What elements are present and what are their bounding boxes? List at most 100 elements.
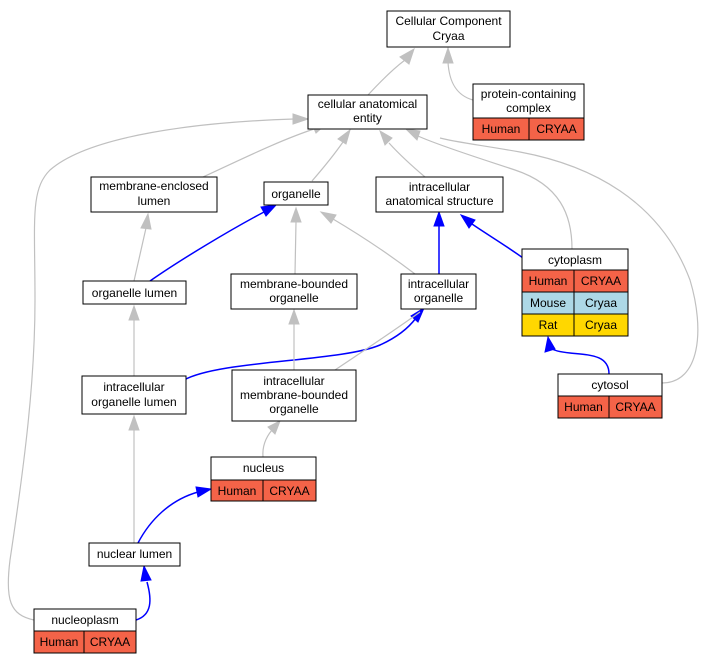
nucleus-species-label: Human <box>218 484 257 498</box>
nucleus-gene-label: CRYAA <box>269 484 309 498</box>
node-intracellular-organelle-lumen[interactable]: intracellular organelle lumen <box>81 375 187 415</box>
edges <box>7 46 699 621</box>
arrow-iol-to-ol <box>128 304 140 321</box>
edge-iol-to-io <box>183 317 417 381</box>
edge-org-to-cae <box>311 141 344 182</box>
arrow-nl-to-nucleus <box>195 486 213 498</box>
edge-cae-to-root <box>367 59 406 96</box>
arrow-mbo-to-org <box>290 206 302 223</box>
node-imbo-line3: organelle <box>269 402 319 416</box>
arrow-io-to-org <box>319 211 337 224</box>
np-gene-label: CRYAA <box>90 635 130 649</box>
edge-nl-to-nucleus <box>137 491 199 544</box>
arrow-cyto-to-cae <box>404 128 421 141</box>
node-ias-line1: intracellular <box>409 180 470 194</box>
cyto-rat-gene-cell <box>573 313 629 337</box>
edge-imbo-to-io <box>334 311 421 371</box>
node-cytoplasm-line1: cytoplasm <box>548 253 602 267</box>
node-nucleoplasm[interactable]: nucleoplasm Human CRYAA <box>33 608 137 654</box>
node-ol-line1: organelle lumen <box>92 286 177 300</box>
pcc-gene-label: CRYAA <box>536 122 576 136</box>
node-np-line1: nucleoplasm <box>51 613 118 627</box>
node-pcc-line1: protein-containing <box>481 87 576 101</box>
cytosol-gene-label: CRYAA <box>615 400 655 414</box>
node-cytosol-line1: cytosol <box>591 378 628 392</box>
node-nl-line1: nuclear lumen <box>97 547 172 561</box>
node-iol-line2: organelle lumen <box>91 395 176 409</box>
edge-nucleus-to-imbo <box>262 429 273 458</box>
edge-mbo-to-org <box>294 221 297 275</box>
arrow-cyto-to-ias <box>459 214 476 229</box>
np-gene-cell <box>83 630 137 654</box>
edge-cytosol-to-cae <box>439 137 699 384</box>
arrow-ol-to-org <box>260 204 278 217</box>
node-protein-containing-complex[interactable]: protein-containing complex Human CRYAA <box>472 83 585 141</box>
nodes: Cellular Component Cryaa cellular anatom… <box>33 10 663 654</box>
cyto-rat-label: Rat <box>539 318 558 332</box>
arrow-iol-to-io <box>410 306 426 323</box>
arrow-nucleoplasm-to-cae <box>292 113 310 125</box>
cytosol-species-label: Human <box>564 400 603 414</box>
node-intracellular-membrane-bounded-organelle[interactable]: intracellular membrane-bounded organelle <box>231 369 357 422</box>
node-imbo-line1: intracellular <box>263 374 324 388</box>
node-mel-line1: membrane-enclosed <box>99 179 208 193</box>
cyto-mouse-gene-label: Cryaa <box>585 296 617 310</box>
np-species-label: Human <box>40 635 79 649</box>
node-nucleus-line1: nucleus <box>243 461 284 475</box>
node-cae-line1: cellular anatomical <box>318 97 417 111</box>
node-mbo-line2: organelle <box>269 291 319 305</box>
node-organelle-line1: organelle <box>271 187 321 201</box>
node-membrane-bounded-organelle[interactable]: membrane-bounded organelle <box>230 273 358 310</box>
cyto-rat-gene-label: Cryaa <box>585 318 617 332</box>
arrow-cytosol-to-cyto <box>544 335 556 353</box>
node-intracellular-organelle[interactable]: intracellular organelle <box>400 273 477 310</box>
edge-cytosol-to-cyto <box>550 347 610 375</box>
node-nuclear-lumen[interactable]: nuclear lumen <box>88 542 181 567</box>
arrow-nl-to-iol <box>128 414 140 431</box>
pcc-species-label: Human <box>482 122 521 136</box>
node-mbo-line1: membrane-bounded <box>240 277 348 291</box>
edge-cyto-to-cae <box>417 135 573 250</box>
node-mel-line2: lumen <box>138 194 171 208</box>
node-io-line1: intracellular <box>408 277 469 291</box>
edge-cyto-to-ias <box>471 223 524 259</box>
edge-pcc-to-root <box>447 61 474 101</box>
node-ias-line2: anatomical structure <box>385 194 493 208</box>
arrow-np-to-nl <box>140 564 152 582</box>
arrow-imbo-to-mbo <box>288 308 300 325</box>
node-nucleus[interactable]: nucleus Human CRYAA <box>210 456 317 502</box>
edge-io-to-org <box>332 218 416 275</box>
edge-ol-to-org <box>149 211 265 282</box>
node-imbo-line2: membrane-bounded <box>240 388 348 402</box>
arrow-io-to-ias <box>433 210 445 227</box>
nucleus-gene-cell <box>262 479 317 502</box>
arrow-pcc-to-root <box>442 46 454 64</box>
cytosol-gene-cell <box>608 395 663 419</box>
node-intracellular-anatomical-structure[interactable]: intracellular anatomical structure <box>375 176 504 213</box>
node-cellular-anatomical-entity[interactable]: cellular anatomical entity <box>307 94 428 130</box>
cyto-human-gene-label: CRYAA <box>581 274 621 288</box>
arrow-org-to-cae <box>337 128 351 145</box>
node-io-line2: organelle <box>414 291 464 305</box>
edge-nucleoplasm-to-cae <box>7 118 295 621</box>
node-membrane-enclosed-lumen[interactable]: membrane-enclosed lumen <box>90 176 218 213</box>
edge-ol-to-mel <box>133 227 147 282</box>
node-pcc-line2: complex <box>506 101 551 115</box>
node-root[interactable]: Cellular Component Cryaa <box>386 10 511 48</box>
node-cytosol[interactable]: cytosol Human CRYAA <box>557 373 663 419</box>
node-root-line1: Cellular Component <box>395 14 502 28</box>
node-organelle[interactable]: organelle <box>263 181 329 206</box>
cyto-human-label: Human <box>529 274 568 288</box>
arrow-ol-to-mel <box>140 212 152 230</box>
edge-mel-to-cae <box>202 127 318 178</box>
node-cae-line2: entity <box>353 111 382 125</box>
edge-np-to-nl <box>135 581 151 621</box>
arrow-cae-to-root <box>399 47 415 65</box>
cyto-mouse-label: Mouse <box>530 296 566 310</box>
node-root-line2: Cryaa <box>432 29 464 43</box>
arrow-nucleus-to-imbo <box>267 419 281 435</box>
node-organelle-lumen[interactable]: organelle lumen <box>82 280 187 305</box>
node-cytoplasm[interactable]: cytoplasm Human CRYAA Mouse Cryaa Rat Cr… <box>521 248 629 337</box>
node-iol-line1: intracellular <box>103 380 164 394</box>
